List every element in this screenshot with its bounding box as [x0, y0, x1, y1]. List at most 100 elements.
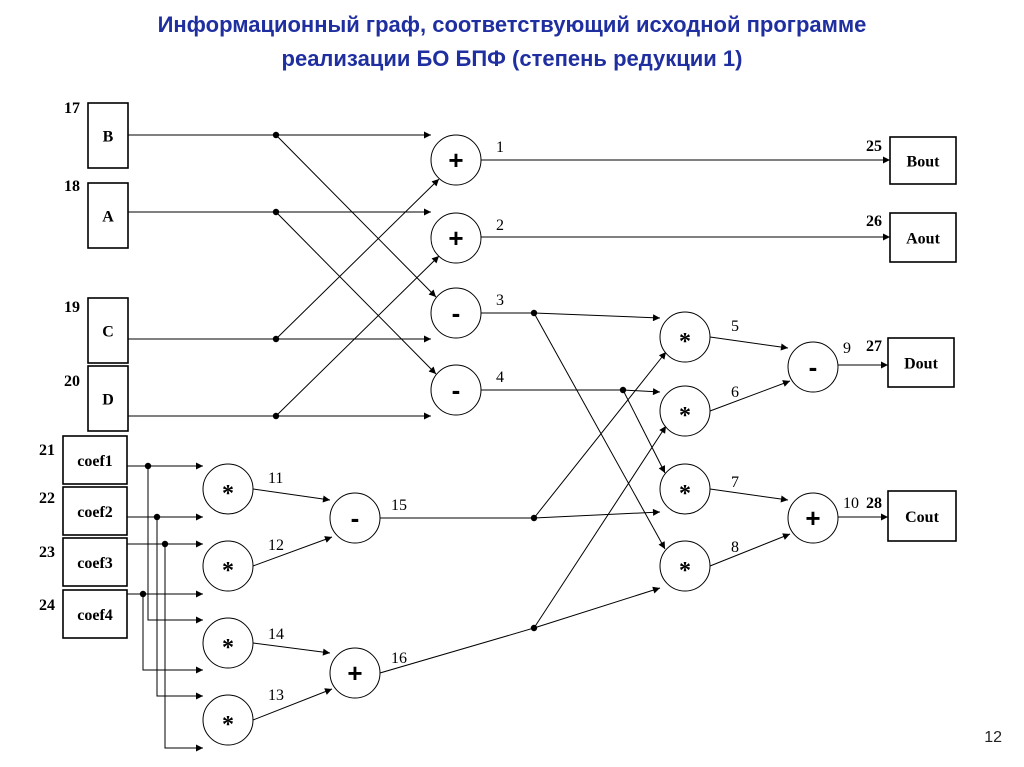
operation-symbol: +	[448, 223, 463, 253]
junction-dot-7	[530, 514, 538, 522]
input-box-frame	[62, 435, 128, 485]
output-box-frame	[889, 136, 957, 185]
edge-n12-to-n15	[252, 536, 333, 567]
operation-node-9: -9	[787, 340, 851, 393]
operation-number: 16	[391, 650, 407, 667]
input-label-coef3: coef3	[77, 555, 113, 572]
output-box-frame	[887, 337, 955, 388]
edge-coef3-to-n13	[164, 544, 203, 752]
operation-symbol: +	[448, 145, 463, 175]
edge-n11-to-n15	[252, 488, 331, 503]
operation-node-8: *8	[659, 539, 739, 592]
output-number-Cout: 28	[866, 495, 882, 512]
output-number-Dout: 27	[866, 338, 882, 355]
operation-node-14: *14	[202, 617, 284, 669]
operation-number: 13	[268, 687, 284, 704]
input-number-D: 20	[64, 373, 80, 390]
edge-n5-to-n9	[709, 336, 789, 351]
edge-n15-to-n7	[533, 508, 661, 519]
operation-symbol: *	[222, 558, 234, 584]
input-box-frame	[87, 102, 129, 169]
input-number-coef3: 23	[39, 544, 55, 561]
operation-number: 2	[496, 217, 504, 234]
edge-n3-to-n5	[481, 312, 661, 322]
operation-node-10: +10	[787, 492, 859, 544]
junction-dot-10	[153, 513, 161, 521]
junction-dot-11	[161, 540, 169, 548]
edge-B-to-n3	[275, 134, 437, 298]
output-box-frame	[889, 212, 957, 263]
operation-node-13: *13	[202, 687, 284, 746]
edge-n13-to-n16	[252, 688, 333, 721]
output-box-frame	[887, 490, 957, 542]
operation-circle	[787, 341, 839, 393]
operation-circle	[430, 134, 482, 186]
operation-node-7: *7	[659, 463, 739, 515]
edge-C-to-n1	[128, 178, 440, 340]
operation-number: 9	[843, 340, 851, 357]
input-label-coef2: coef2	[77, 504, 113, 521]
operation-number: 7	[731, 474, 739, 491]
input-box-coef4: coef4 24	[39, 589, 128, 639]
output-number-Aout: 26	[866, 213, 882, 230]
operation-node-16: +16	[329, 647, 407, 699]
title-line-1: Информационный граф, соответствующий исх…	[157, 12, 867, 37]
operation-circle	[787, 492, 839, 544]
operation-circle	[430, 364, 482, 416]
junction-dot-12	[139, 590, 147, 598]
junction-dot-3	[272, 335, 280, 343]
junction-dot-8	[530, 624, 538, 632]
operation-number: 11	[268, 470, 283, 487]
input-number-coef4: 24	[39, 597, 55, 614]
operation-node-4: -4	[430, 364, 504, 416]
edge-n16-to-n6	[379, 425, 667, 674]
input-box-frame	[62, 486, 128, 536]
edge-n3-to-n8	[533, 312, 666, 550]
input-number-C: 19	[64, 299, 80, 316]
input-label-coef1: coef1	[77, 453, 113, 470]
edge-coef2-to-n13	[156, 517, 203, 700]
input-box-frame	[87, 182, 129, 249]
input-label-D: D	[102, 392, 114, 409]
junction-dot-1	[272, 131, 280, 139]
edge-D-to-n2	[128, 255, 440, 417]
edge-n15-to-n5	[380, 351, 667, 519]
input-box-A: A18	[64, 178, 129, 249]
operation-circle	[659, 311, 711, 363]
operation-symbol: *	[679, 403, 691, 429]
operation-number: 3	[496, 292, 504, 309]
input-box-B: B17	[64, 100, 129, 169]
junction-dot-2	[272, 208, 280, 216]
operation-number: 10	[843, 495, 859, 512]
operation-number: 5	[731, 318, 739, 335]
input-label-coef4: coef4	[77, 607, 113, 624]
operation-number: 4	[496, 369, 504, 386]
edge-n14-to-n16	[252, 642, 331, 656]
input-number-A: 18	[64, 178, 80, 195]
junction-dot-9	[144, 462, 152, 470]
operation-circle	[659, 463, 711, 515]
operation-node-1: +1	[430, 134, 504, 186]
operation-number: 15	[391, 497, 407, 514]
operation-symbol: -	[809, 352, 818, 382]
edge-n8-to-n10	[709, 533, 791, 567]
input-box-frame	[87, 297, 129, 364]
operation-node-12: *12	[202, 537, 284, 592]
nodes-layer: B17A18C19D20coef121coef222coef323coef424…	[39, 100, 957, 746]
output-box-Aout: Aout 26	[866, 212, 957, 263]
output-label-Dout: Dout	[904, 356, 938, 373]
output-label-Aout: Aout	[906, 231, 940, 248]
input-number-B: 17	[64, 100, 80, 117]
edge-A-to-n4	[275, 211, 437, 375]
page-number: 12	[984, 729, 1002, 746]
edge-n4-to-n7	[622, 389, 666, 474]
operation-symbol: +	[805, 503, 820, 533]
edge-coef4-to-n14	[142, 594, 203, 674]
input-label-C: C	[102, 324, 114, 341]
junction-dot-4	[272, 412, 280, 420]
title-line-2: реализации БО БПФ (степень редукции 1)	[281, 46, 743, 71]
operation-number: 8	[731, 539, 739, 556]
